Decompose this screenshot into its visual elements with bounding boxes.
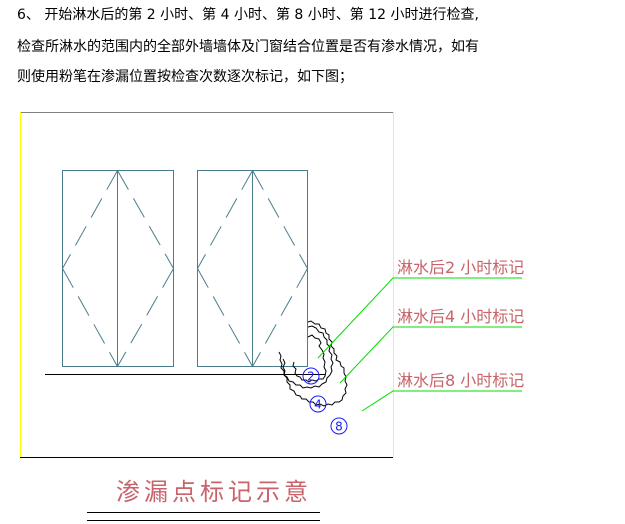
leader-lines xyxy=(317,277,522,412)
marker-8-hour: 8 xyxy=(330,417,348,435)
label-4-hour: 淋水后4 小时标记 xyxy=(397,307,524,326)
marker-4-hour: 4 xyxy=(309,395,327,413)
svg-text:8: 8 xyxy=(335,420,343,434)
svg-text:4: 4 xyxy=(314,398,322,412)
svg-text:2: 2 xyxy=(307,370,315,384)
figure-caption: 渗漏点标记示意 xyxy=(116,478,312,506)
paragraph-line-1: 6、 开始淋水后的第 2 小时、第 4 小时、第 8 小时、第 12 小时进行检… xyxy=(17,7,479,23)
leak-contours xyxy=(278,320,348,407)
marker-2-hour: 2 xyxy=(302,367,320,385)
paragraph-line-2: 检查所淋水的范围内的全部外墙墙体及门窗结合位置是否有渗水情况，如有 xyxy=(17,39,479,55)
window-2 xyxy=(197,170,308,367)
diagram-frame xyxy=(20,112,394,458)
label-8-hour: 淋水后8 小时标记 xyxy=(397,371,524,390)
window-1 xyxy=(62,170,174,367)
label-2-hour: 淋水后2 小时标记 xyxy=(397,258,524,277)
paragraph-line-3: 则使用粉笔在渗漏位置按检查次数逐次标记，如下图； xyxy=(17,69,353,85)
